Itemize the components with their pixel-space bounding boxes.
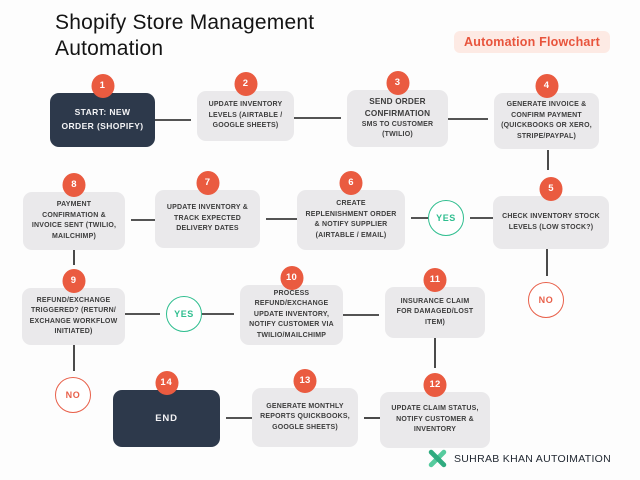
node-label: PROCESS REFUND/EXCHANGE UPDATE INVENTORY… xyxy=(249,289,334,339)
decision-label: NO xyxy=(65,390,81,400)
flow-node-8: 8 PAYMENT CONFIRMATION & INVOICE SENT (T… xyxy=(23,173,125,250)
flow-node-14-end: 14 END xyxy=(113,371,220,447)
step-badge-10: 10 xyxy=(280,266,303,290)
step-badge-2: 2 xyxy=(234,72,257,96)
step-badge-8: 8 xyxy=(62,173,86,197)
flow-node-2: 2 UPDATE INVENTORY LEVELS (AIRTABLE / GO… xyxy=(197,72,294,141)
flow-node-12: 12 UPDATE CLAIM STATUS, NOTIFY CUSTOMER … xyxy=(380,373,490,448)
flow-node-7: 7 UPDATE INVENTORY & TRACK EXPECTED DELI… xyxy=(155,171,260,248)
step-badge-14: 14 xyxy=(155,371,178,395)
flow-node-5: 5 CHECK INVENTORY STOCK LEVELS (LOW STOC… xyxy=(493,177,609,249)
node-label: GENERATE INVOICE & CONFIRM PAYMENT (QUIC… xyxy=(501,101,592,140)
node-label: REFUND/EXCHANGE TRIGGERED? (RETURN/ EXCH… xyxy=(29,296,118,336)
step-badge-6: 6 xyxy=(339,171,363,195)
node-label: GENERATE MONTHLY REPORTS QUICKBOOKS, GOO… xyxy=(260,402,350,431)
node-label: UPDATE CLAIM STATUS, NOTIFY CUSTOMER & I… xyxy=(391,405,479,434)
node-label: INSURANCE CLAIM FOR DAMAGED/LOST ITEM) xyxy=(396,297,474,326)
node-label: START: NEW ORDER (SHOPIFY) xyxy=(61,107,144,131)
node-label: SEND ORDER CONFIRMATION xyxy=(364,97,431,118)
decision-no-refund: NO xyxy=(55,377,91,413)
decision-label: NO xyxy=(538,295,554,305)
flow-node-10: 10 PROCESS REFUND/EXCHANGE UPDATE INVENT… xyxy=(240,266,343,345)
flow-node-9: 9 REFUND/EXCHANGE TRIGGERED? (RETURN/ EX… xyxy=(22,269,125,345)
step-badge-11: 11 xyxy=(423,268,447,292)
decision-no-low-stock: NO xyxy=(528,282,564,318)
step-badge-5: 5 xyxy=(539,177,563,201)
step-badge-13: 13 xyxy=(293,369,317,393)
node-label: UPDATE INVENTORY & TRACK EXPECTED DELIVE… xyxy=(166,204,249,233)
flow-node-11: 11 INSURANCE CLAIM FOR DAMAGED/LOST ITEM… xyxy=(385,268,485,338)
step-badge-1: 1 xyxy=(91,74,114,98)
flow-node-13: 13 GENERATE MONTHLY REPORTS QUICKBOOKS, … xyxy=(252,369,358,447)
decision-yes-refund: YES xyxy=(166,296,202,332)
page-title: Shopify Store Management Automation xyxy=(55,11,315,60)
step-badge-7: 7 xyxy=(196,171,219,195)
node-sublabel: SMS TO CUSTOMER (TWILIO) xyxy=(361,120,434,139)
brand-x-logo-icon xyxy=(428,449,447,468)
node-label: CHECK INVENTORY STOCK LEVELS (LOW STOCK?… xyxy=(502,213,600,231)
node-label: PAYMENT CONFIRMATION & INVOICE SENT (TWI… xyxy=(31,201,117,240)
step-badge-3: 3 xyxy=(386,71,409,95)
flow-node-3: 3 SEND ORDER CONFIRMATION SMS TO CUSTOME… xyxy=(347,71,448,147)
flowchart-tag-badge: Automation Flowchart xyxy=(454,31,610,53)
decision-label: YES xyxy=(174,309,194,319)
decision-label: YES xyxy=(436,213,456,223)
node-label: END xyxy=(155,412,178,424)
node-label: UPDATE INVENTORY LEVELS (AIRTABLE / GOOG… xyxy=(208,101,283,130)
step-badge-9: 9 xyxy=(62,269,85,293)
flow-node-1-start: 1 START: NEW ORDER (SHOPIFY) xyxy=(50,74,155,147)
node-label: CREATE REPLENISHMENT ORDER & NOTIFY SUPP… xyxy=(305,200,397,239)
flow-node-4: 4 GENERATE INVOICE & CONFIRM PAYMENT (QU… xyxy=(494,74,599,149)
decision-yes-low-stock: YES xyxy=(428,200,464,236)
step-badge-12: 12 xyxy=(423,373,447,397)
brand-name: SUHRAB KHAN AUTOIMATION xyxy=(454,453,612,465)
step-badge-4: 4 xyxy=(535,74,558,98)
flow-node-6: 6 CREATE REPLENISHMENT ORDER & NOTIFY SU… xyxy=(297,171,405,250)
